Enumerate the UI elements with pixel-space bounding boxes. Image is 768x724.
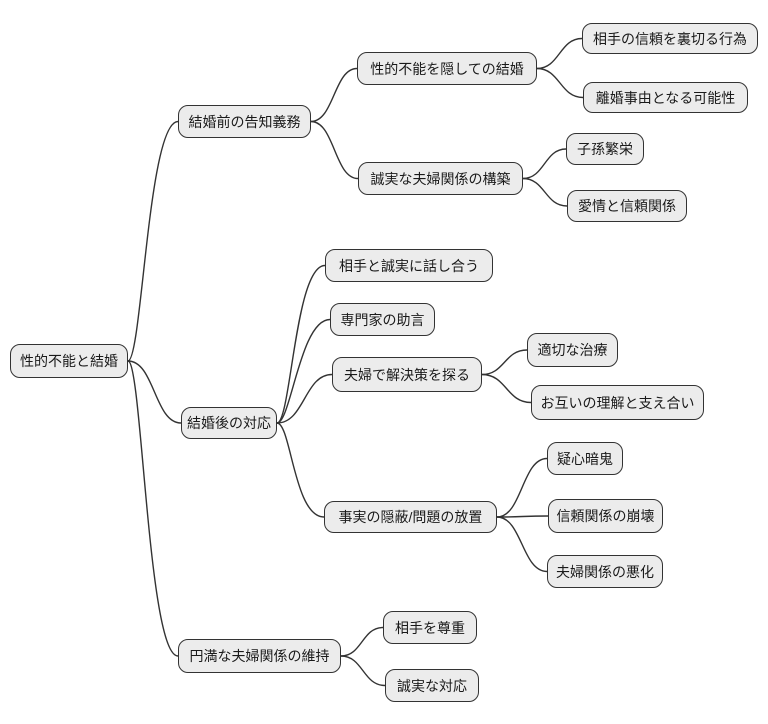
node-betrayal-of-trust: 相手の信頼を裏切る行為: [582, 23, 758, 54]
node-post-marriage-response: 結婚後の対応: [181, 407, 277, 439]
node-appropriate-treatment: 適切な治療: [527, 333, 618, 367]
node-expert-advice: 専門家の助言: [330, 303, 435, 336]
edge-root-to-post-marriage-response: [127, 360, 182, 424]
node-premarital-disclosure-duty: 結婚前の告知義務: [178, 105, 311, 138]
node-building-honest-marriage: 誠実な夫婦関係の構築: [358, 162, 523, 195]
edge-concealment-to-suspicion: [496, 457, 548, 518]
node-concealment-neglect: 事実の隠蔽/問題の放置: [324, 501, 497, 533]
edge-root-to-harmonious-marriage: [127, 360, 179, 657]
edge-premarital-to-honest-marriage: [310, 120, 359, 180]
node-sincere-response: 誠実な対応: [385, 669, 479, 702]
edge-response-to-concealment: [276, 422, 325, 518]
edge-solutions-to-mutual-support: [481, 373, 532, 404]
edge-hiding-to-divorce-grounds: [536, 67, 584, 99]
node-love-and-trust: 愛情と信頼関係: [567, 190, 687, 222]
edge-harmonious-to-sincere: [340, 655, 386, 687]
edge-concealment-to-deterioration: [496, 516, 548, 573]
node-maintaining-harmonious-marriage: 円満な夫婦関係の維持: [178, 639, 341, 673]
node-honest-discussion: 相手と誠実に話し合う: [325, 249, 493, 282]
edge-response-to-seek-solutions: [276, 373, 333, 424]
edge-solutions-to-treatment: [481, 349, 528, 376]
edge-honest-marriage-to-love-trust: [522, 177, 568, 207]
node-prosperity-of-descendants: 子孫繁栄: [566, 133, 644, 165]
node-mutual-understanding-support: お互いの理解と支え合い: [531, 385, 704, 420]
node-root: 性的不能と結婚: [10, 344, 128, 378]
node-mutual-suspicion: 疑心暗鬼: [547, 442, 623, 475]
node-grounds-for-divorce: 離婚事由となる可能性: [583, 82, 748, 113]
node-hiding-impotence-marriage: 性的不能を隠しての結婚: [357, 52, 537, 85]
edge-concealment-to-trust-collapse: [496, 515, 549, 518]
edge-root-to-premarital-disclosure: [127, 120, 179, 362]
edge-response-to-expert-advice: [276, 318, 331, 424]
node-marriage-deterioration: 夫婦関係の悪化: [547, 555, 663, 588]
edge-response-to-honest-discussion: [276, 264, 326, 424]
edge-harmonious-to-respect: [340, 626, 384, 657]
edge-hiding-to-betrayal: [536, 37, 583, 70]
edge-premarital-to-hiding-impotence: [310, 67, 358, 123]
edge-honest-marriage-to-descendants: [522, 148, 567, 180]
node-seek-solutions-together: 夫婦で解決策を探る: [332, 357, 482, 392]
node-trust-collapse: 信頼関係の崩壊: [548, 499, 663, 533]
node-respect-partner: 相手を尊重: [383, 611, 477, 644]
